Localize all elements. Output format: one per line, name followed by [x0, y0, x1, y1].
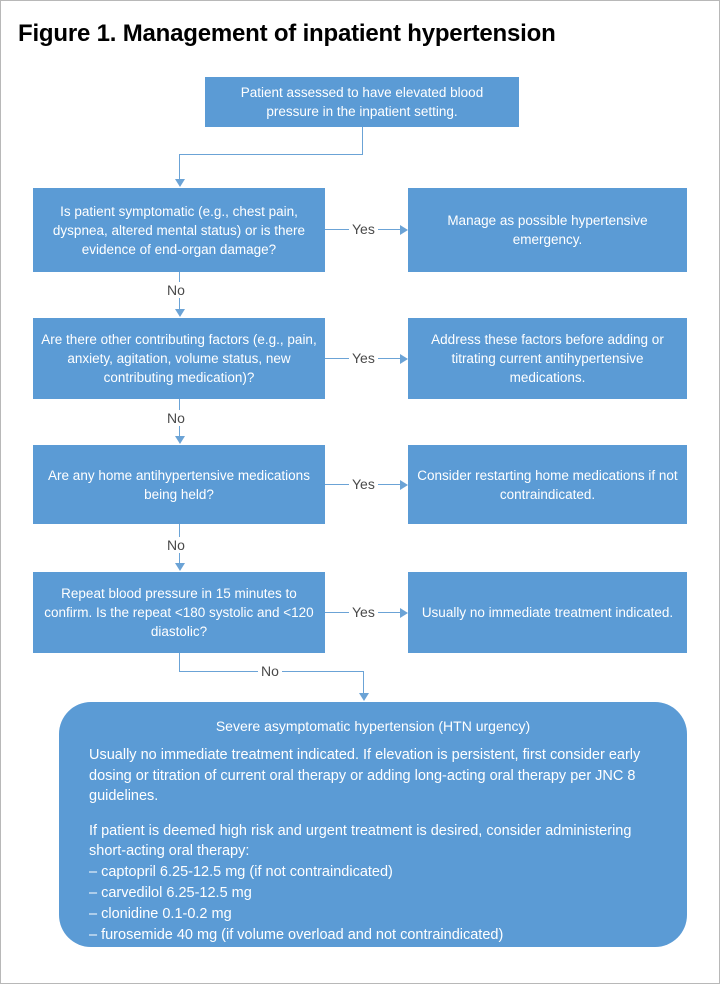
edge-label-yes3: Yes: [349, 476, 378, 492]
edge-label-no2: No: [164, 410, 188, 426]
node-decision1: Is patient symptomatic (e.g., chest pain…: [33, 188, 325, 272]
medication-list: – captopril 6.25-12.5 mg (if not contrai…: [89, 862, 657, 946]
node-decision3-label: Are any home antihypertensive medication…: [48, 467, 310, 502]
connector-no4-down: [179, 653, 180, 672]
edge-label-no1: No: [164, 282, 188, 298]
node-start-label: Patient assessed to have elevated blood …: [240, 85, 484, 119]
summary-paragraph-2: If patient is deemed high risk and urgen…: [89, 822, 632, 860]
connector-no4-to-panel: [363, 671, 364, 694]
arrowhead-no2: [175, 436, 185, 444]
node-decision1-label: Is patient symptomatic (e.g., chest pain…: [52, 203, 306, 257]
summary-paragraph-1: Usually no immediate treatment indicated…: [89, 747, 641, 804]
edge-label-no3: No: [164, 537, 188, 553]
node-outcome1: Manage as possible hypertensive emergenc…: [408, 188, 687, 272]
node-outcome2: Address these factors before adding or t…: [408, 318, 687, 399]
arrowhead-yes3: [400, 480, 408, 490]
arrowhead-no1: [175, 309, 185, 317]
node-start: Patient assessed to have elevated blood …: [205, 77, 519, 127]
arrowhead-no3: [175, 563, 185, 571]
list-item: – carvedilol 6.25-12.5 mg: [89, 884, 252, 901]
node-outcome2-label: Address these factors before adding or t…: [431, 332, 664, 385]
list-item: – captopril 6.25-12.5 mg (if not contrai…: [89, 863, 393, 880]
node-outcome3: Consider restarting home medications if …: [408, 445, 687, 524]
node-decision4-label: Repeat blood pressure in 15 minutes to c…: [44, 586, 314, 639]
node-outcome4-label: Usually no immediate treatment indicated…: [421, 605, 674, 620]
node-decision4: Repeat blood pressure in 15 minutes to c…: [33, 572, 325, 653]
summary-panel: Severe asymptomatic hypertension (HTN ur…: [59, 702, 687, 947]
connector-start-down: [362, 127, 363, 155]
node-decision2: Are there other contributing factors (e.…: [33, 318, 325, 399]
edge-label-yes4: Yes: [349, 604, 378, 620]
edge-label-yes1: Yes: [349, 221, 378, 237]
edge-label-yes2: Yes: [349, 350, 378, 366]
arrowhead-yes4: [400, 608, 408, 618]
node-outcome3-label: Consider restarting home medications if …: [417, 467, 678, 502]
node-decision3: Are any home antihypertensive medication…: [33, 445, 325, 524]
node-decision2-label: Are there other contributing factors (e.…: [41, 332, 317, 385]
arrowhead-yes1: [400, 225, 408, 235]
arrowhead-no4: [359, 693, 369, 701]
arrowhead-yes2: [400, 354, 408, 364]
arrowhead-to-decision1: [175, 179, 185, 187]
connector-start-left: [179, 154, 363, 155]
list-item: – furosemide 40 mg (if volume overload a…: [89, 926, 504, 943]
list-item: – clonidine 0.1-0.2 mg: [89, 905, 232, 922]
node-outcome4: Usually no immediate treatment indicated…: [408, 572, 687, 653]
summary-heading: Severe asymptomatic hypertension (HTN ur…: [215, 718, 531, 734]
connector-start-to-decision1: [179, 154, 180, 180]
edge-label-no4: No: [258, 663, 282, 679]
page-title: Figure 1. Management of inpatient hypert…: [18, 20, 556, 47]
node-outcome1-label: Manage as possible hypertensive emergenc…: [447, 213, 648, 247]
